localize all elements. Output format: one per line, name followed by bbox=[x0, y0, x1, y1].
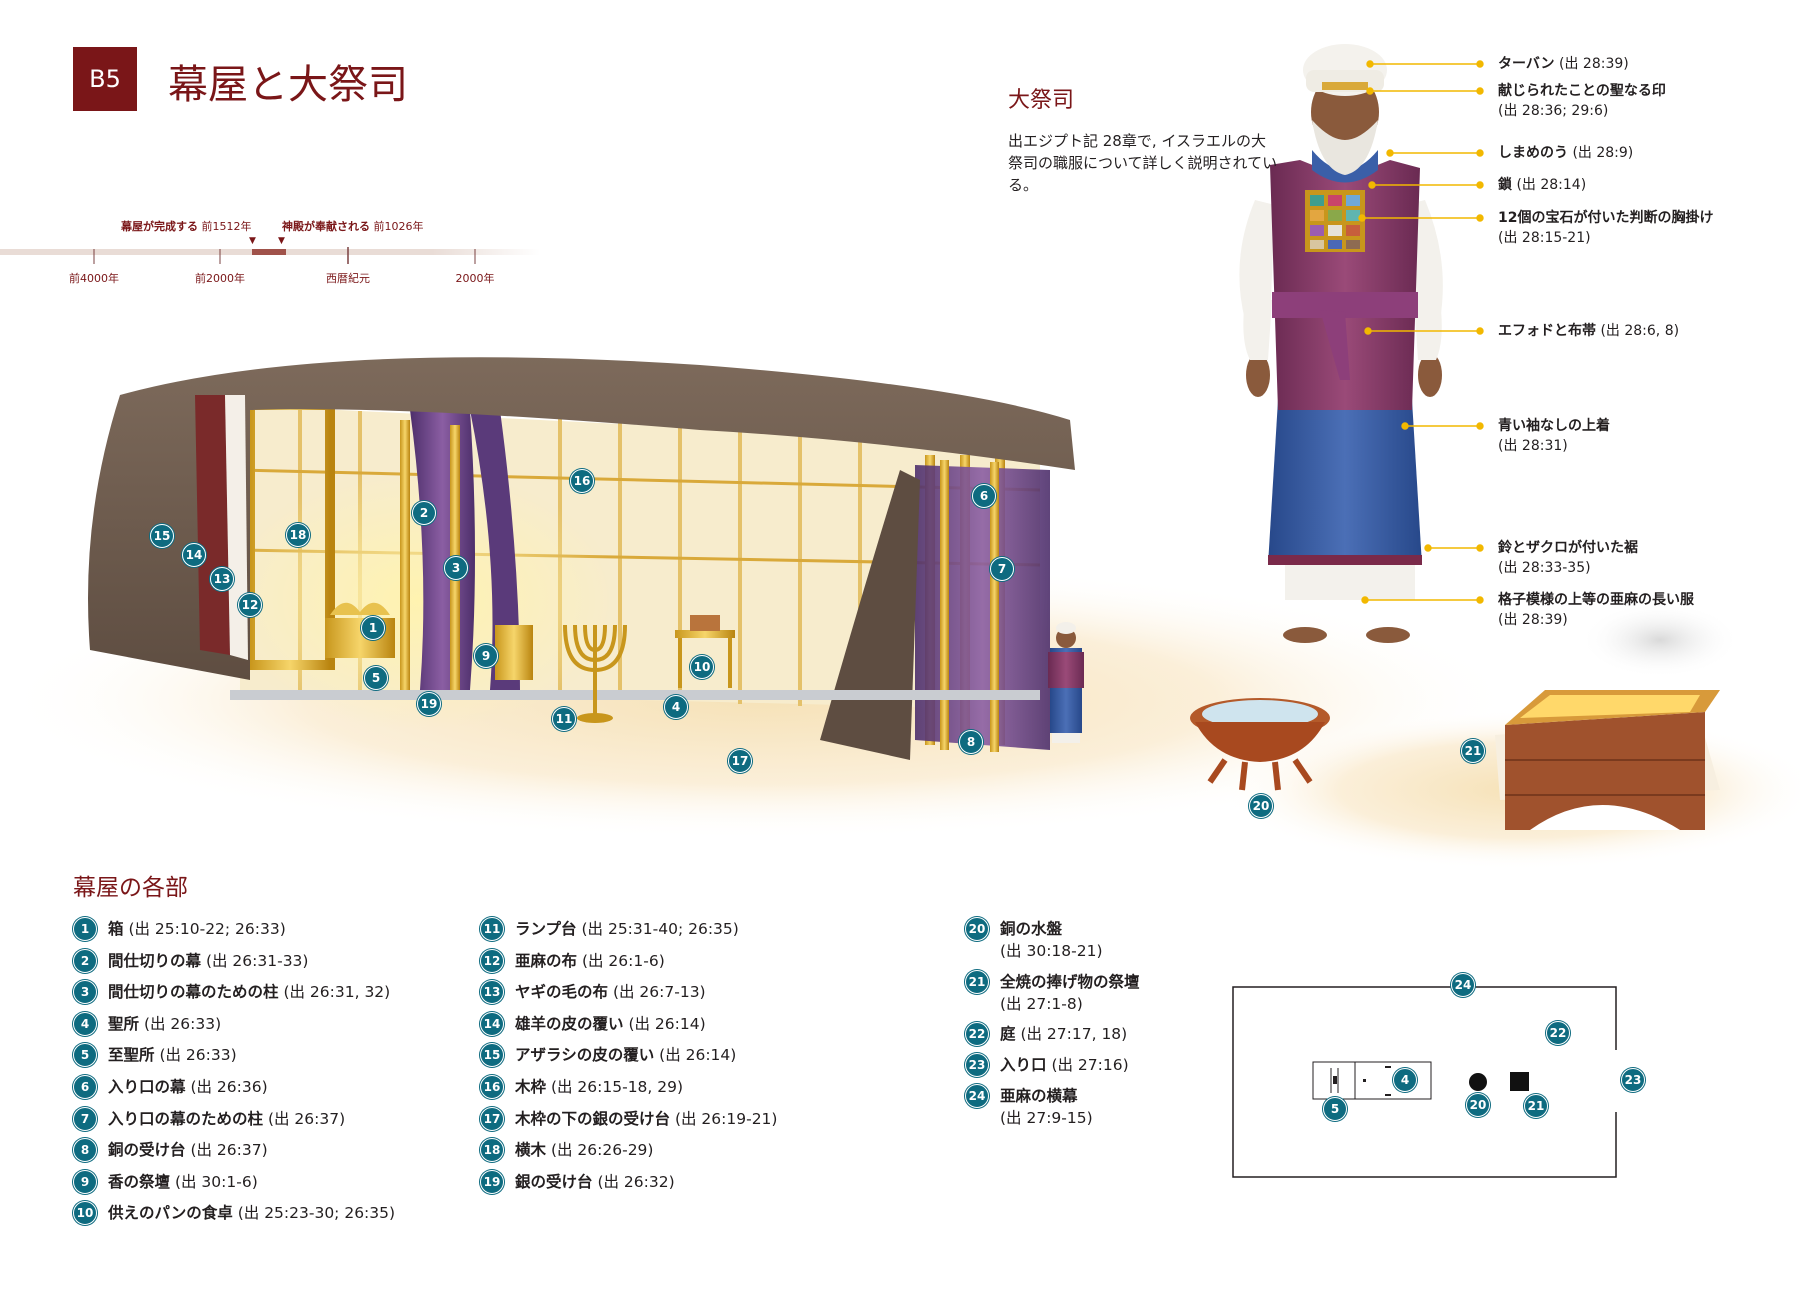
callout-linen-robe: 格子模様の上等の亜麻の長い服 (出 28:39) bbox=[1498, 592, 1694, 628]
marker-7: 7 bbox=[990, 557, 1014, 581]
marker-3: 3 bbox=[444, 556, 468, 580]
timeline-event-tabernacle: 幕屋が完成する 前1512年 bbox=[121, 220, 252, 233]
floor-plan-diagram bbox=[1232, 986, 1618, 1178]
page-title: 幕屋と大祭司 bbox=[168, 62, 408, 108]
timeline-event-temple: 神殿が奉献される 前1026年 bbox=[282, 220, 424, 233]
marker-9: 9 bbox=[474, 644, 498, 668]
marker-19: 19 bbox=[417, 692, 441, 716]
plan-marker-22: 22 bbox=[1546, 1021, 1570, 1045]
marker-17: 17 bbox=[728, 749, 752, 773]
timeline-marker-icon: ▼ bbox=[278, 236, 285, 246]
plan-marker-23: 23 bbox=[1621, 1068, 1645, 1092]
marker-5: 5 bbox=[364, 666, 388, 690]
callout-ephod-sash: エフォドと布帯 (出 28:6, 8) bbox=[1498, 323, 1680, 339]
marker-1: 1 bbox=[361, 616, 385, 640]
timeline-bar bbox=[0, 247, 540, 264]
priest-heading: 大祭司 bbox=[1008, 88, 1075, 113]
plan-marker-4: 4 bbox=[1393, 1068, 1417, 1092]
callout-breastpiece: 12個の宝石が付いた判断の胸掛け (出 28:15-21) bbox=[1498, 210, 1714, 246]
section-tag: B5 bbox=[73, 47, 137, 111]
parts-heading: 幕屋の各部 bbox=[73, 875, 188, 901]
timeline-tick-label: 2000年 bbox=[455, 272, 495, 285]
marker-20: 20 bbox=[1249, 794, 1273, 818]
timeline-tick-label: 西暦紀元 bbox=[326, 272, 370, 285]
timeline-marker-icon: ▼ bbox=[249, 236, 256, 246]
marker-21: 21 bbox=[1461, 739, 1485, 763]
marker-11: 11 bbox=[552, 707, 576, 731]
marker-8: 8 bbox=[959, 730, 983, 754]
callout-blue-robe: 青い袖なしの上着 (出 28:31) bbox=[1498, 418, 1610, 454]
callout-bells-hem: 鈴とザクロが付いた裾 (出 28:33-35) bbox=[1498, 540, 1638, 576]
plan-marker-5: 5 bbox=[1323, 1097, 1347, 1121]
plan-marker-20: 20 bbox=[1466, 1093, 1490, 1117]
marker-16: 16 bbox=[570, 469, 594, 493]
marker-10: 10 bbox=[690, 655, 714, 679]
callout-holy-sign: 献じられたことの聖なる印 (出 28:36; 29:6) bbox=[1498, 83, 1666, 119]
priest-description: 出エジプト記 28章で, イスラエルの大祭司の職服について詳しく説明されている。 bbox=[1008, 132, 1278, 194]
marker-6: 6 bbox=[972, 484, 996, 508]
marker-14: 14 bbox=[182, 543, 206, 567]
marker-12: 12 bbox=[238, 593, 262, 617]
plan-marker-24: 24 bbox=[1451, 973, 1475, 997]
timeline-tick-label: 前4000年 bbox=[69, 272, 119, 285]
plan-marker-21: 21 bbox=[1524, 1094, 1548, 1118]
timeline-tick-label: 前2000年 bbox=[195, 272, 245, 285]
callout-chain: 鎖 (出 28:14) bbox=[1498, 177, 1587, 193]
marker-18: 18 bbox=[286, 523, 310, 547]
callout-turban: ターバン (出 28:39) bbox=[1498, 56, 1629, 72]
marker-4: 4 bbox=[664, 695, 688, 719]
marker-15: 15 bbox=[150, 524, 174, 548]
marker-2: 2 bbox=[412, 501, 436, 525]
marker-13: 13 bbox=[210, 567, 234, 591]
callout-onyx: しまめのう (出 28:9) bbox=[1498, 145, 1634, 161]
